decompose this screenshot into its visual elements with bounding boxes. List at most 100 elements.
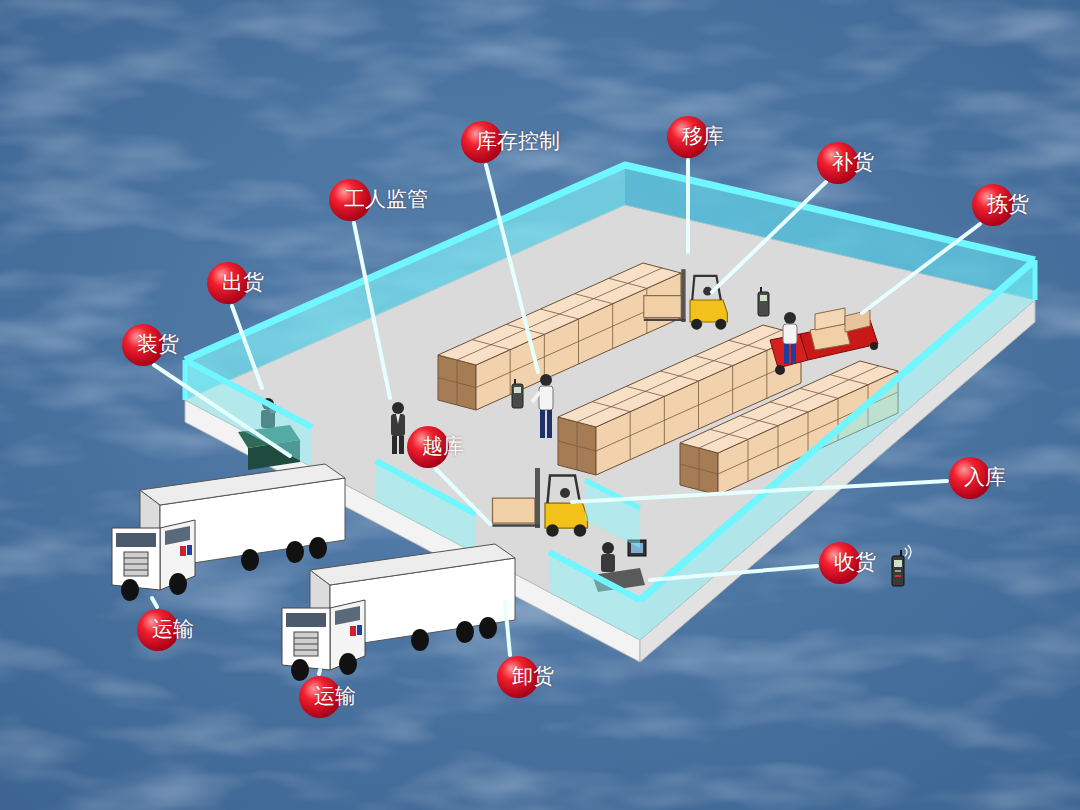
callout-bubble: 移库 [666, 115, 730, 159]
forklift [691, 319, 702, 330]
callout-label: 工人监管 [344, 188, 428, 211]
pallet-jack [784, 344, 789, 364]
truck [294, 644, 318, 645]
truck [282, 544, 515, 681]
callout-label: 运输 [314, 685, 356, 708]
front-wall [185, 360, 312, 467]
supervisor [392, 402, 404, 414]
callout-bubble: 补货 [816, 141, 880, 185]
truck [456, 621, 474, 643]
callout-label: 移库 [682, 125, 724, 148]
callout-label: 入库 [964, 466, 1006, 489]
front-wall [185, 360, 312, 427]
pallet-jack [870, 342, 878, 350]
callout-label: 库存控制 [476, 130, 560, 153]
scanner [512, 384, 523, 408]
scanner [760, 287, 762, 292]
callout-bubble: 拣货 [971, 183, 1035, 227]
receiving-desk [601, 554, 615, 572]
callout-bubble: 运输 [136, 608, 200, 652]
front-wall [1033, 260, 1038, 300]
truck [294, 632, 318, 656]
truck [335, 606, 360, 625]
pallet-jack [784, 312, 796, 324]
truck [310, 544, 515, 585]
leader-line [486, 165, 538, 372]
supervisor [391, 402, 405, 454]
scanner [758, 292, 769, 316]
supervisor [396, 414, 400, 424]
front-wall [549, 552, 640, 640]
callout-label: 越库 [422, 435, 464, 458]
front-wall [640, 260, 1035, 600]
leader-line [436, 469, 490, 524]
forklift [644, 296, 681, 318]
leader-line [232, 306, 262, 388]
pallet-jack [791, 344, 796, 364]
truck [169, 573, 187, 595]
truck [286, 541, 304, 563]
scanner [760, 295, 767, 301]
pallet-jack [815, 308, 845, 330]
truck [309, 537, 327, 559]
scanner [514, 387, 521, 393]
inner-wall [585, 480, 640, 548]
scanner [900, 550, 902, 556]
forklift [535, 468, 540, 528]
forklift [715, 319, 726, 330]
storage-rack [577, 422, 578, 470]
callout-bubble: 工人监管 [328, 178, 434, 222]
truck [350, 626, 356, 636]
truck [479, 617, 497, 639]
truck [282, 608, 330, 670]
truck [124, 564, 148, 565]
storage-rack [457, 268, 662, 360]
supervisor [399, 436, 404, 454]
callout-bubble: 越库 [406, 425, 470, 469]
truck [291, 659, 309, 681]
worker-scanning [540, 410, 545, 438]
scanner [895, 570, 901, 572]
truck [286, 613, 326, 627]
inner-wall [585, 480, 640, 508]
storage-rack [476, 296, 681, 388]
truck [121, 579, 139, 601]
scanner [892, 556, 904, 586]
leader-line [154, 365, 290, 456]
leader-line [862, 224, 980, 313]
callout-bubble: 出货 [206, 261, 270, 305]
front-wall [640, 260, 1035, 640]
receiving-desk [602, 542, 614, 554]
forklift [681, 269, 685, 322]
scanner [892, 545, 911, 586]
scanner [512, 379, 523, 408]
supervisor [392, 436, 397, 454]
truck [124, 558, 148, 559]
forklift [548, 476, 581, 504]
truck [112, 528, 160, 590]
forklift [545, 503, 588, 528]
warehouse-floor [185, 205, 1035, 662]
scanner [905, 548, 907, 556]
scanner [514, 379, 516, 384]
pallet-jack [845, 310, 870, 332]
front-wall [376, 461, 476, 554]
leader-line [354, 223, 390, 398]
truck [187, 545, 192, 555]
inner-wall [585, 480, 640, 548]
callout-label: 卸货 [512, 665, 554, 688]
callout-bubble: 收货 [818, 541, 882, 585]
pallet-jack [770, 308, 878, 375]
callout-bubble: 装货 [121, 323, 185, 367]
callout-bubble: 入库 [948, 456, 1012, 500]
scanner [895, 575, 901, 577]
truck [124, 552, 148, 576]
leader-line [650, 566, 817, 580]
truck [116, 533, 156, 547]
truck [411, 629, 429, 651]
front-wall [549, 552, 640, 600]
storage-rack [699, 448, 700, 490]
